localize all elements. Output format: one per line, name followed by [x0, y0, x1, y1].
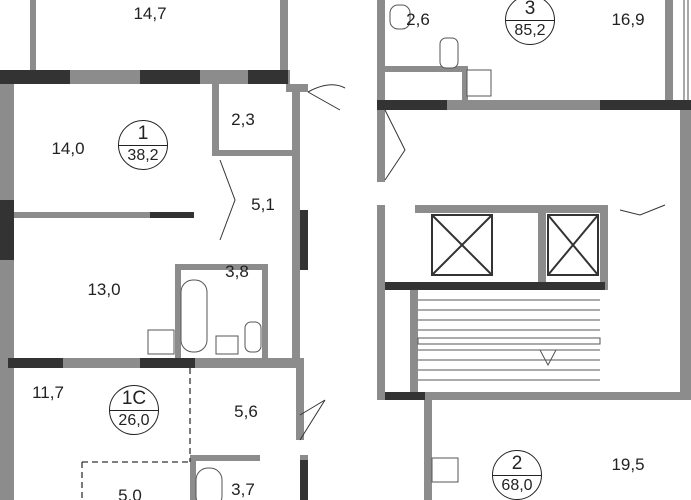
- room-area-label: 14,0: [51, 139, 85, 158]
- apartment-badge: 1С 26,0: [109, 385, 159, 435]
- apartment-badge: 1 38,2: [118, 120, 168, 170]
- room-area-label: 16,9: [611, 10, 645, 29]
- apartment-area: 85,2: [514, 22, 546, 39]
- apartment-number: 3: [506, 0, 554, 21]
- room-area-label: 19,5: [611, 455, 645, 474]
- room-area-label: 14,7: [133, 4, 167, 23]
- room-area-label: 2,6: [406, 10, 430, 29]
- apartment-badge: 2 68,0: [492, 450, 542, 500]
- apartment-number: 1С: [110, 388, 158, 411]
- apartment-area: 26,0: [118, 412, 150, 429]
- room-area-label: 5,6: [234, 402, 258, 421]
- room-area-label: 5,1: [251, 195, 275, 214]
- room-area-label: 3,8: [225, 262, 249, 281]
- apartment-number: 1: [119, 123, 167, 146]
- room-area-label: 11,7: [32, 383, 64, 402]
- apartment-area: 38,2: [127, 147, 159, 164]
- room-area-label: 13,0: [87, 280, 121, 299]
- apartment-number: 2: [493, 453, 541, 476]
- room-area-label: 5,0: [118, 486, 142, 500]
- room-area-label: 3,7: [231, 480, 255, 499]
- apartment-area: 68,0: [501, 477, 533, 494]
- apartment-badge: 3 85,2: [505, 0, 555, 45]
- room-area-label: 2,3: [231, 110, 255, 129]
